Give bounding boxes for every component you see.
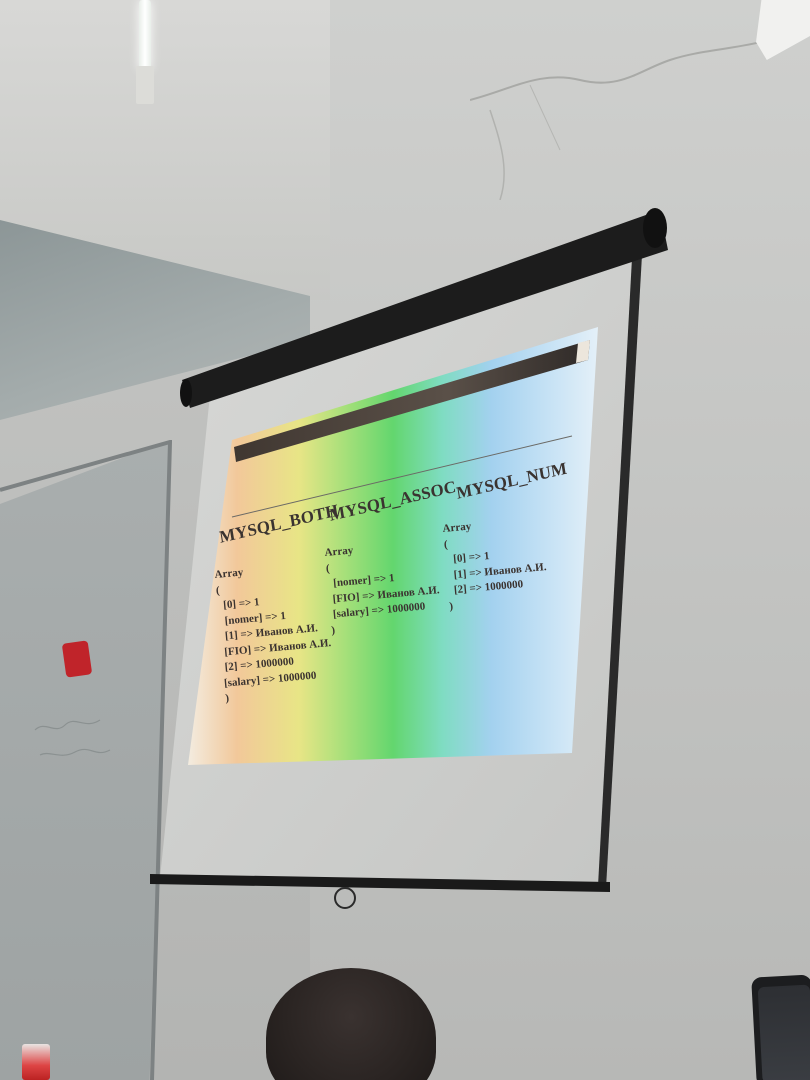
whiteboard-frame — [0, 440, 172, 1080]
lamp-tube — [139, 0, 151, 70]
wall-crack — [470, 40, 771, 200]
screen-bottom-bar — [150, 874, 610, 892]
whiteboard — [0, 440, 170, 1080]
slide-top-bar — [234, 340, 590, 462]
lamp-base — [136, 66, 154, 104]
audience-head — [266, 968, 436, 1080]
screen-housing — [182, 210, 668, 408]
phone-screen — [757, 984, 810, 1080]
ceiling-lamp — [134, 0, 156, 104]
whiteboard-scribble — [34, 719, 111, 756]
smartphone — [751, 974, 810, 1080]
slide-divider — [231, 435, 573, 518]
red-bottle — [22, 1044, 50, 1080]
